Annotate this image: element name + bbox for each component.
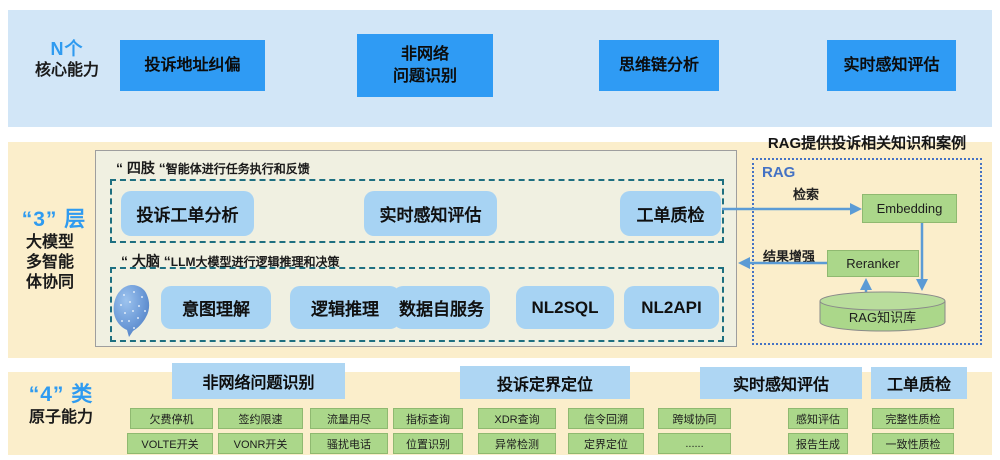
atomic-count-label: “4” 类 — [28, 383, 94, 406]
atom-box: 异常检测 — [478, 433, 556, 454]
atomic-group-header: 非网络问题识别 — [172, 363, 345, 399]
llm-capability-box: 逻辑推理 — [290, 286, 400, 329]
core-name-label: 核心能力 — [34, 61, 99, 79]
atom-box: 签约限速 — [218, 408, 303, 429]
llm-capability-box: NL2SQL — [516, 286, 614, 329]
atom-box: 定界定位 — [568, 433, 644, 454]
limbs-caption-quoted: “ 四肢 “ — [116, 160, 166, 176]
agent-framework-panel: “ 四肢 “智能体进行任务执行和反馈 投诉工单分析 实时感知评估 工单质检 “ … — [95, 150, 737, 347]
atom-box: 流量用尽 — [310, 408, 388, 429]
atom-box: 欠费停机 — [130, 408, 213, 429]
brain-dashed-container: 意图理解 逻辑推理 数据自服务 NL2SQL NL2API — [110, 267, 724, 342]
brain-caption: “ 大脑 “LLM大模型进行逻辑推理和决策 — [121, 251, 339, 271]
reranker-box: Reranker — [827, 250, 919, 277]
atom-box: ...... — [658, 433, 731, 454]
core-capability-box: 投诉地址纠偏 — [120, 40, 265, 91]
atom-box: 骚扰电话 — [310, 433, 388, 454]
atom-box: 完整性质检 — [872, 408, 954, 429]
agent-box: 投诉工单分析 — [121, 191, 254, 236]
atom-box: 一致性质检 — [872, 433, 954, 454]
core-capability-box: 思维链分析 — [599, 40, 719, 91]
limbs-caption-rest: 智能体进行任务执行和反馈 — [165, 162, 310, 176]
rag-section-title: RAG提供投诉相关知识和案例 — [767, 135, 967, 152]
atom-box: 位置识别 — [393, 433, 463, 454]
core-capability-box: 非网络 问题识别 — [357, 34, 493, 97]
atomic-group-header: 投诉定界定位 — [460, 366, 630, 399]
atomic-name-label: 原子能力 — [28, 409, 93, 427]
atomic-group-header: 实时感知评估 — [700, 367, 862, 399]
rag-label: RAG — [762, 164, 796, 181]
llm-capability-box: 意图理解 — [161, 286, 271, 329]
brain-icon — [112, 283, 154, 339]
atomic-group-header: 工单质检 — [871, 367, 967, 399]
layer-label: “3” 层 大模型 多智能 体协同 — [14, 207, 94, 293]
rag-knowledge-base-label: RAG知识库 — [848, 309, 917, 325]
limbs-dashed-container: 投诉工单分析 实时感知评估 工单质检 — [110, 179, 724, 243]
llm-capability-box: 数据自服务 — [393, 286, 490, 329]
atom-box: VOLTE开关 — [127, 433, 213, 454]
brain-caption-rest: LLM大模型进行逻辑推理和决策 — [170, 255, 340, 269]
embedding-box: Embedding — [862, 194, 957, 223]
atom-box: 指标查询 — [393, 408, 463, 429]
atom-box: 报告生成 — [788, 433, 848, 454]
layer-count-label: “3” 层 — [21, 208, 87, 231]
atom-box: 感知评估 — [788, 408, 848, 429]
atom-box: 跨域协同 — [658, 408, 731, 429]
atom-box: 信令回溯 — [568, 408, 644, 429]
augment-arrow-label: 结果增强 — [763, 249, 816, 264]
agent-box: 实时感知评估 — [364, 191, 497, 236]
core-capability-box: 实时感知评估 — [827, 40, 956, 91]
atomic-label: “4” 类 原子能力 — [16, 382, 106, 428]
limbs-caption: “ 四肢 “智能体进行任务执行和反馈 — [116, 158, 310, 178]
atom-box: XDR查询 — [478, 408, 556, 429]
layer-name-label: 大模型 多智能 体协同 — [26, 234, 75, 292]
retrieval-arrow-label: 检索 — [793, 187, 820, 202]
rag-panel — [752, 158, 982, 345]
atom-box: VONR开关 — [218, 433, 303, 454]
core-count-label: N个 — [50, 39, 84, 59]
brain-caption-quoted: “ 大脑 “ — [121, 253, 171, 269]
llm-capability-box: NL2API — [624, 286, 719, 329]
agent-box: 工单质检 — [620, 191, 721, 236]
core-capabilities-label: N个 核心能力 — [18, 38, 116, 81]
